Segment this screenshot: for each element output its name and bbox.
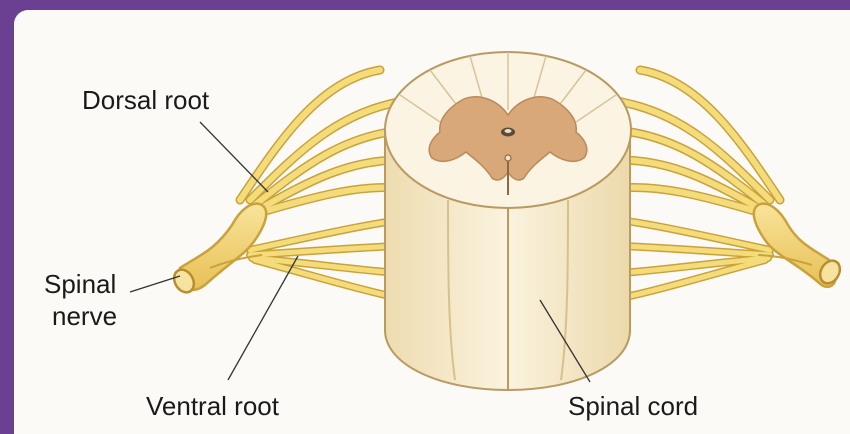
label-spinal-cord: Spinal cord — [568, 392, 698, 420]
right-spinal-nerve — [754, 204, 844, 287]
label-dorsal-root: Dorsal root — [82, 86, 209, 114]
label-ventral-root: Ventral root — [146, 392, 279, 420]
label-spinal-nerve-line1: Spinal — [44, 270, 116, 298]
label-spinal-nerve-line2: nerve — [52, 302, 117, 330]
spinal-cord — [385, 52, 631, 390]
